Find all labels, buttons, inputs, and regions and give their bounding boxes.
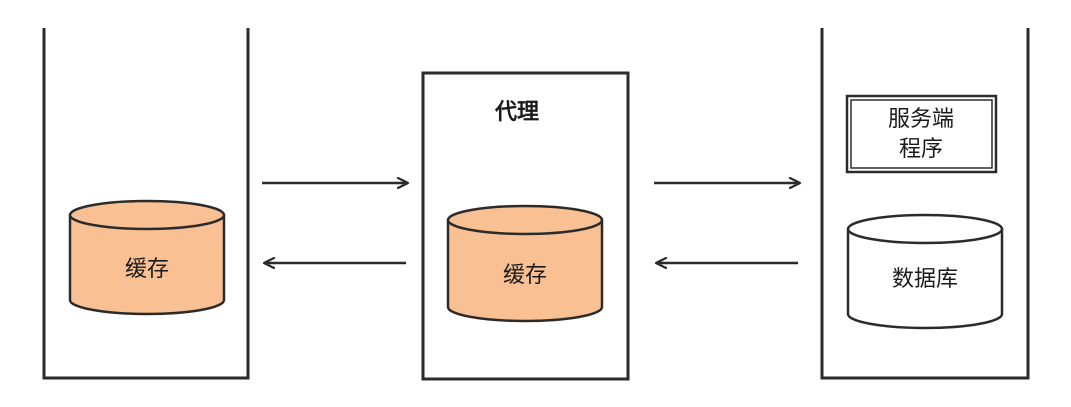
proxy-title: 代理 — [494, 100, 539, 125]
server-program-label-line1: 服务端 — [888, 107, 954, 132]
proxy-cache-label: 缓存 — [503, 263, 547, 288]
server-database-label: 数据库 — [892, 267, 958, 292]
proxy-container: 代理 — [421, 71, 630, 381]
client-cache-label: 缓存 — [125, 257, 169, 282]
server-program-label-line2: 程序 — [899, 137, 943, 162]
client-cache-cylinder: 缓存 — [68, 199, 226, 316]
server-database-cylinder: 数据库 — [846, 213, 1004, 330]
server-container — [820, 28, 1030, 380]
client-container — [42, 28, 250, 380]
server-program-box: 服务端 程序 — [845, 94, 998, 174]
proxy-cache-cylinder: 缓存 — [446, 204, 604, 323]
